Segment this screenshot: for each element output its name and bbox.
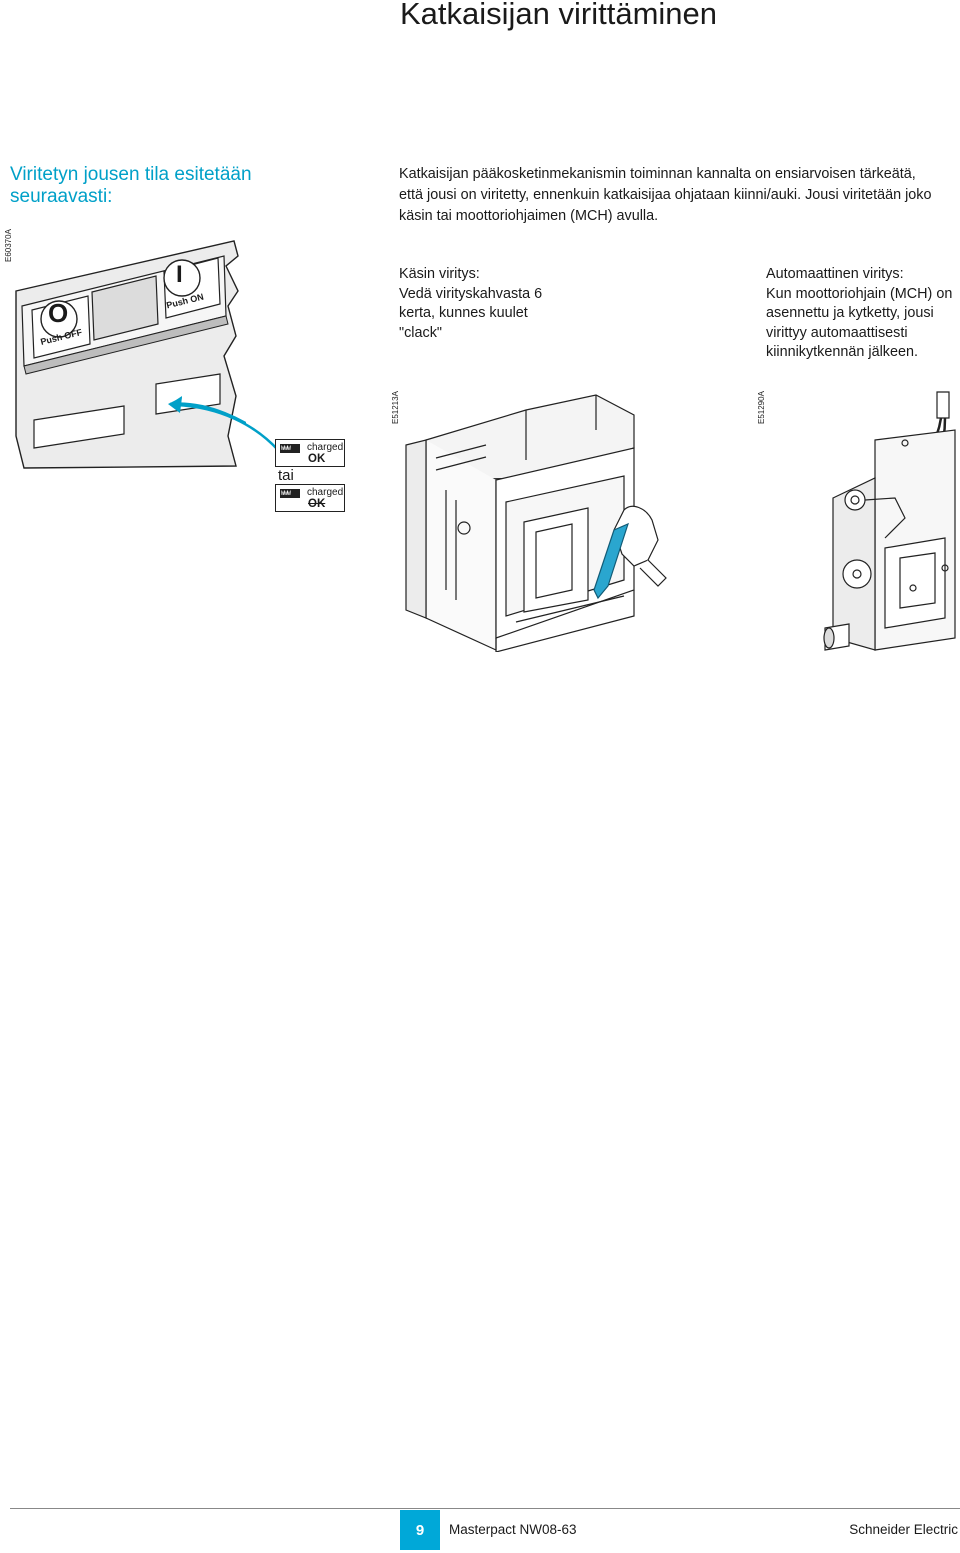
spring-charged-icon: WWW — [280, 444, 300, 453]
footer-divider — [10, 1508, 960, 1509]
intro-paragraph: Katkaisijan pääkosketinmekanismin toimin… — [399, 166, 932, 224]
section-subheading: Viritetyn jousen tila esitetään seuraava… — [10, 164, 252, 207]
indicator-discharged: WWW charged OK — [275, 484, 345, 512]
auto-charging-text: Automaattinen viritys: Kun moottoriohjai… — [766, 266, 953, 360]
manual-charging-text: Käsin viritys: Vedä virityskahvasta 6 ke… — [399, 266, 543, 341]
product-name: Masterpact NW08-63 — [449, 1522, 577, 1537]
figure-code-auto: E51290A — [757, 391, 766, 424]
or-label: tai — [278, 467, 294, 484]
on-button-face — [163, 259, 201, 297]
brand-name: Schneider Electric — [849, 1522, 958, 1537]
indicator-charged: WWW charged OK — [275, 439, 345, 467]
off-button-face — [40, 300, 78, 338]
status-not-ok: OK — [308, 498, 326, 510]
on-symbol: I — [176, 261, 183, 288]
breaker-manual-charging-illustration — [405, 394, 667, 652]
off-symbol: O — [48, 298, 69, 328]
page-title: Katkaisijan virittäminen — [400, 0, 718, 31]
status-ok: OK — [308, 453, 326, 465]
motor-mechanism-illustration — [823, 391, 956, 651]
charge-arrow — [168, 397, 279, 451]
figure-code-panel: E60370A — [4, 229, 13, 262]
page-number-badge: 9 — [400, 1510, 440, 1550]
spring-discharged-icon: WWW — [280, 489, 300, 498]
